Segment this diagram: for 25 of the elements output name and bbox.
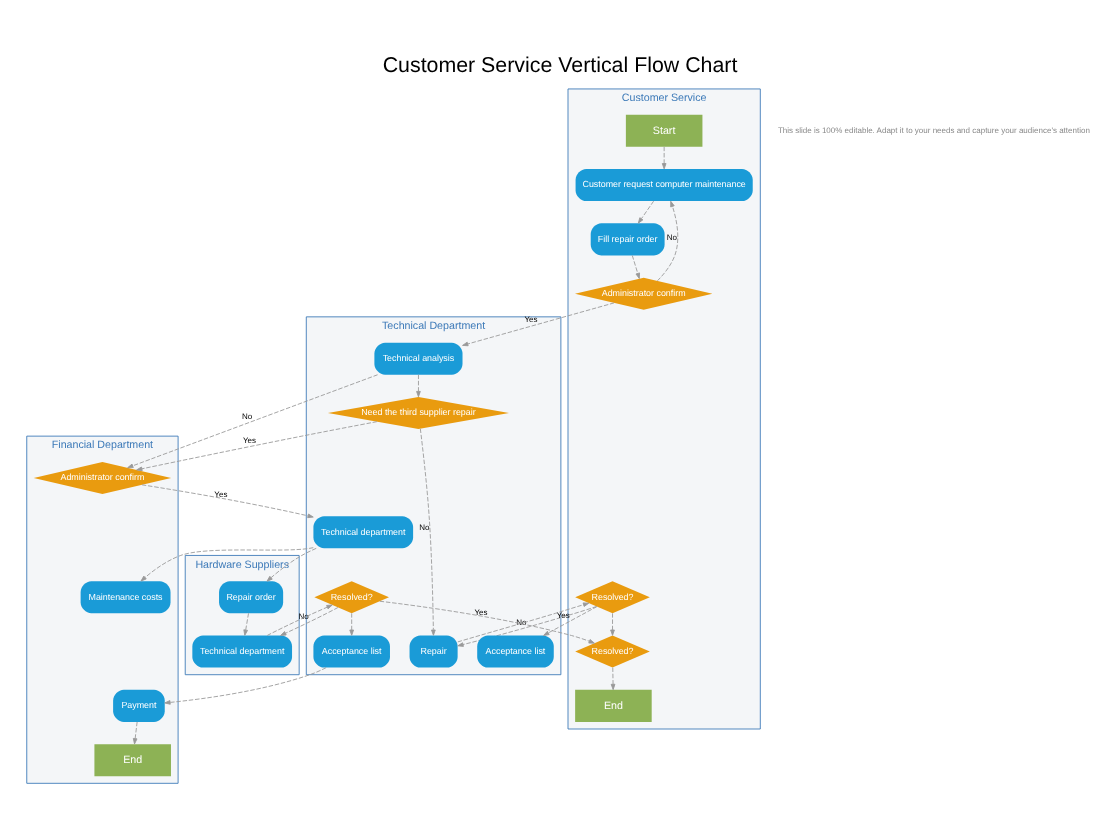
arrow	[610, 666, 616, 690]
arrow	[164, 666, 327, 704]
arrow	[349, 611, 354, 635]
arrow	[266, 546, 317, 581]
arrow	[280, 606, 339, 635]
arrow	[657, 199, 679, 281]
arrow	[631, 254, 640, 278]
arrow	[637, 199, 655, 223]
arrow	[127, 373, 379, 468]
arrow	[419, 427, 436, 635]
arrow	[661, 145, 667, 169]
arrow	[416, 373, 421, 397]
arrow	[457, 605, 597, 646]
arrow	[266, 603, 333, 635]
arrow	[132, 720, 138, 744]
arrow	[140, 546, 314, 581]
arrow	[136, 420, 378, 471]
arrow	[462, 301, 615, 346]
arrow	[379, 599, 595, 643]
arrow	[610, 611, 615, 635]
arrow	[543, 605, 598, 635]
arrow	[243, 611, 249, 635]
arrow	[457, 601, 590, 642]
arrow	[141, 483, 314, 518]
diagram-title: Customer Service Vertical Flow Chart	[382, 53, 738, 78]
